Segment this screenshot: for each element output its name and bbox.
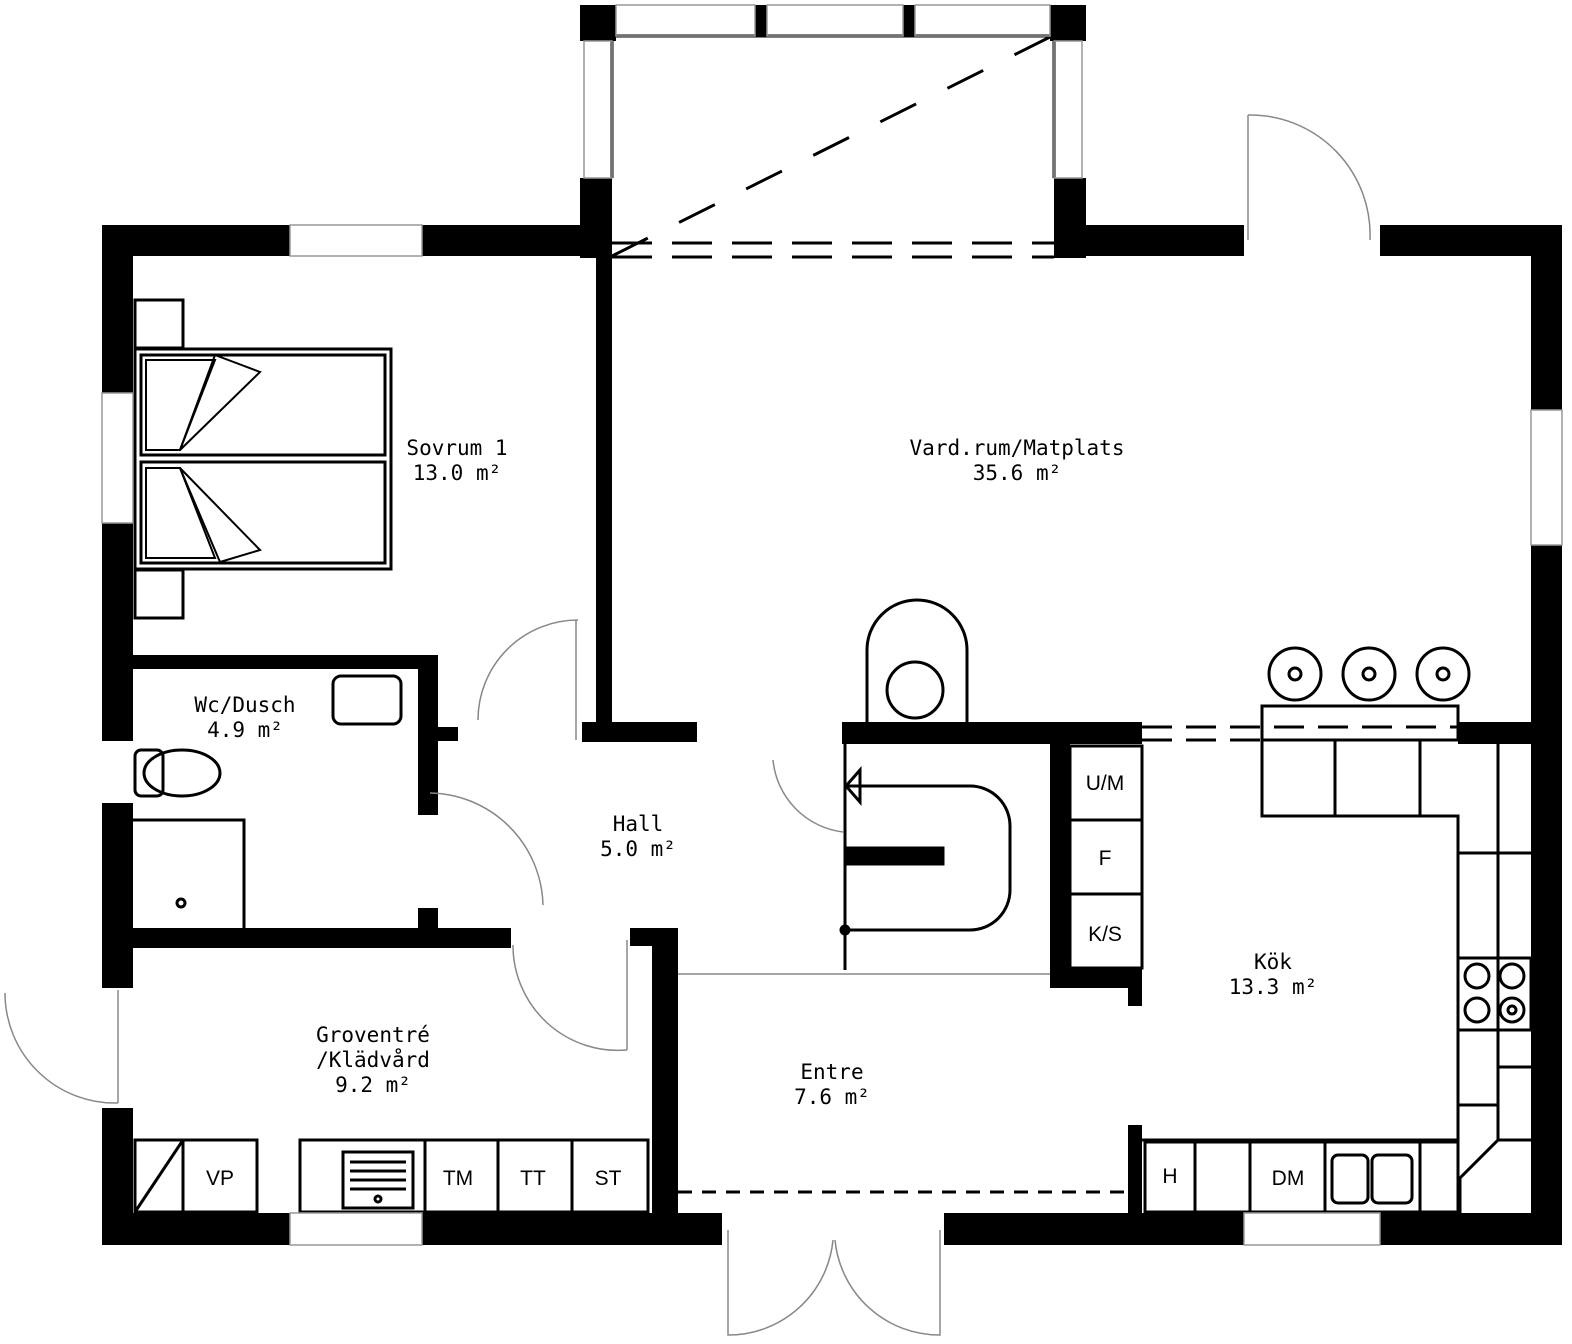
room-name-2: /Klädvård (316, 1048, 430, 1072)
room-name: Entre (800, 1060, 864, 1084)
appliance-h: H (1162, 1165, 1178, 1188)
room-name: Groventré (316, 1023, 430, 1047)
room-area: 7.6 m² (794, 1085, 870, 1109)
room-label-wc: Wc/Dusch 4.9 m² (194, 693, 295, 743)
room-area: 13.0 m² (412, 461, 502, 485)
walls (102, 5, 1562, 1245)
appliance-tt: TT (520, 1167, 546, 1190)
room-name: Vard.rum/Matplats (909, 436, 1125, 460)
room-name: Wc/Dusch (194, 693, 296, 717)
appliance-dm: DM (1271, 1167, 1305, 1190)
appliance-f: F (1098, 847, 1112, 870)
room-area: 13.3 m² (1228, 975, 1318, 999)
room-label-entre: Entre 7.6 m² (794, 1060, 870, 1110)
room-label-sovrum: Sovrum 1 13.0 m² (406, 436, 507, 486)
appliance-st: ST (594, 1167, 622, 1190)
room-label-kok: Kök 13.3 m² (1229, 950, 1318, 1000)
room-name: Hall (612, 812, 664, 836)
furniture (4, 4, 1563, 1336)
appliance-um: U/M (1085, 772, 1125, 795)
room-name: Sovrum 1 (406, 436, 508, 460)
room-area: 5.0 m² (600, 837, 676, 861)
room-area: 4.9 m² (207, 718, 283, 742)
room-label-groventre: Groventré /Klädvård 9.2 m² (316, 1023, 430, 1098)
room-area: 9.2 m² (335, 1073, 411, 1097)
room-name: Kök (1254, 950, 1292, 974)
appliance-tm: TM (442, 1167, 474, 1190)
appliance-ks: K/S (1088, 923, 1122, 946)
room-area: 35.6 m² (972, 461, 1062, 485)
room-label-hall: Hall 5.0 m² (600, 812, 676, 862)
appliance-vp: VP (205, 1167, 235, 1190)
room-label-vardagsrum: Vard.rum/Matplats 35.6 m² (910, 436, 1125, 486)
